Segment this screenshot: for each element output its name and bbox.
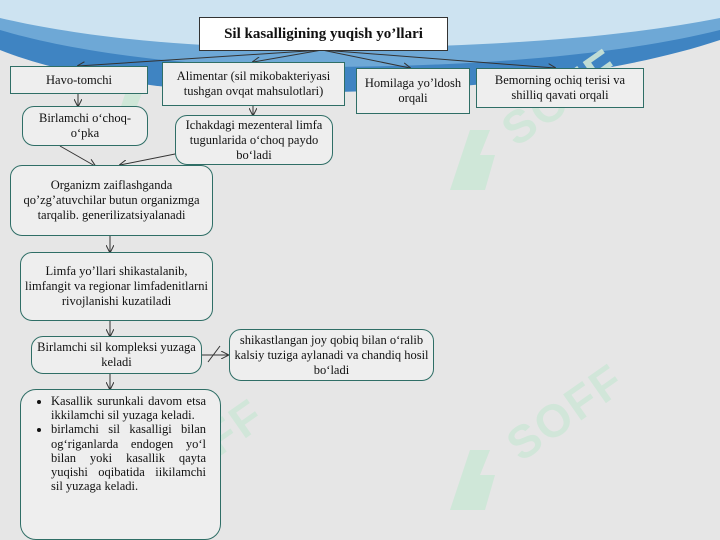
step-mesenteric-focus: Ichakdagi mezenteral limfa tugunlarida o… <box>175 115 333 165</box>
list-item: birlamchi sil kasalligi bilan og‘riganla… <box>51 422 206 493</box>
step-calcification: shikastlangan joy qobiq bilan o‘ralib ka… <box>229 329 434 381</box>
watermark-logo-icon <box>450 130 495 190</box>
step-primary-lung-focus: Birlamchi o‘choq-o‘pka <box>22 106 148 146</box>
step-weakened-organism: Organizm zaiflashganda qo’zg’atuvchilar … <box>10 165 213 236</box>
diagram-title: Sil kasalligining yuqish yo’llari <box>199 17 448 51</box>
route-placental: Homilaga yo’ldosh orqali <box>356 68 470 114</box>
step-primary-complex: Birlamchi sil kompleksi yuzaga keladi <box>31 336 202 374</box>
outcomes-list: Kasallik surunkali davom etsa ikkilamchi… <box>20 389 221 540</box>
list-item: Kasallik surunkali davom etsa ikkilamchi… <box>51 394 206 422</box>
route-airborne: Havo-tomchi <box>10 66 148 94</box>
step-lymph-damage: Limfa yo’llari shikastalanib, limfangit … <box>20 252 213 321</box>
watermark-logo-icon <box>450 450 495 510</box>
route-alimentary: Alimentar (sil mikobakteriyasi tushgan o… <box>162 62 345 106</box>
route-skin: Bemorning ochiq terisi va shilliq qavati… <box>476 68 644 108</box>
